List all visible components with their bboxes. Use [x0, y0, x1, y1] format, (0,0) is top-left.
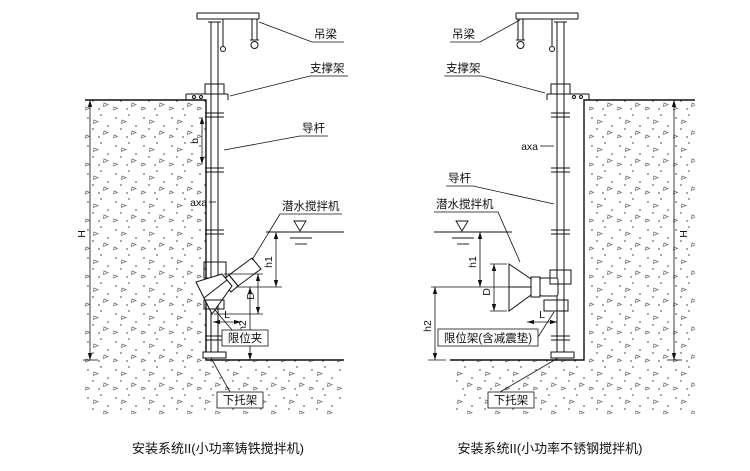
- guide-rod-right: [550, 21, 575, 359]
- left-diagram: H b axa h1 D h2 L 吊梁 支撑架 导杆 潜水搅拌机: [75, 12, 348, 456]
- mixer-left: [195, 257, 262, 315]
- water-level-left: [266, 220, 344, 245]
- dim-b-left: b: [189, 138, 201, 144]
- lifting-hook-left: [250, 41, 259, 49]
- part-labels-right: 吊梁 支撑架 导杆 潜水搅拌机 限位架(含减震垫): [434, 19, 559, 409]
- water-level-symbol-right: [455, 220, 469, 232]
- label-limit-frame-right: 限位架(含减震垫): [437, 311, 555, 347]
- limit-frame-label-right: 限位架(含减震垫): [444, 331, 532, 345]
- dimensions-right: [428, 99, 682, 361]
- mixer-propeller-left: [195, 273, 233, 315]
- mixer-motor-body-right: [539, 277, 559, 297]
- bottom-bracket-label-left: 下托架: [223, 393, 258, 407]
- dim-axa-left: axa: [190, 197, 207, 209]
- caption-right: 安装系统II(小功率不锈钢搅拌机): [458, 441, 643, 456]
- label-limit-clamp-left: 限位夹: [214, 309, 269, 347]
- label-bottom-bracket-right: 下托架: [487, 357, 559, 409]
- lifting-hook-right: [516, 41, 525, 49]
- support-frame-right: [546, 83, 590, 100]
- dim-h1-right: h1: [467, 256, 479, 268]
- bottom-bracket-label-right: 下托架: [494, 393, 529, 407]
- lifting-eye-left: [220, 46, 226, 52]
- dim-H-left: H: [76, 230, 88, 238]
- label-bottom-bracket-left: 下托架: [210, 357, 264, 409]
- dim-h2-left: h2: [237, 320, 249, 332]
- support-frame-label-left: 支撑架: [310, 61, 345, 75]
- rod-clamp-plates-right: [551, 112, 570, 341]
- label-guide-rod-left: 导杆: [223, 121, 328, 151]
- label-support-frame-left: 支撑架: [229, 61, 348, 97]
- concrete-section-left: [85, 99, 344, 414]
- rod-clamp-plates-left: [205, 112, 224, 341]
- limit-clamp-label-left: 限位夹: [228, 331, 263, 345]
- dim-axa-right: axa: [521, 141, 538, 153]
- limit-clamp-part-left: [203, 299, 225, 310]
- hanging-beam-left: [196, 12, 260, 52]
- mixer-right: [508, 263, 572, 312]
- caption-left: 安装系统II(小功率铸铁搅拌机): [132, 441, 304, 456]
- label-support-frame-right: 支撑架: [444, 61, 546, 94]
- hanging-beam-label-right: 吊梁: [452, 27, 475, 41]
- mixer-hub-right: [530, 276, 541, 298]
- dim-D-left: D: [245, 292, 257, 300]
- dim-h1-left: h1: [263, 256, 275, 268]
- guide-rod-label-right: 导杆: [448, 171, 471, 185]
- right-diagram: H axa h1 D h2 L 吊梁 支撑架 导杆 潜水搅拌机: [422, 12, 695, 456]
- guide-rod-label-left: 导杆: [302, 121, 325, 135]
- mixer-label-left: 潜水搅拌机: [282, 199, 340, 213]
- label-guide-rod-right: 导杆: [446, 171, 555, 205]
- dimensions-left: [83, 99, 282, 361]
- support-frame-left: [185, 83, 229, 100]
- mixer-label-right: 潜水搅拌机: [436, 197, 494, 211]
- lifting-eye-right: [549, 46, 555, 52]
- dim-L-right: L: [539, 309, 545, 321]
- support-frame-label-right: 支撑架: [446, 61, 481, 75]
- label-mixer-left: 潜水搅拌机: [251, 199, 342, 261]
- rod-base-plate-right: [550, 351, 575, 359]
- water-level-right: [434, 220, 512, 245]
- hanging-beam-right: [515, 12, 579, 52]
- hanging-beam-label-left: 吊梁: [314, 27, 337, 41]
- part-labels-left: 吊梁 支撑架 导杆 潜水搅拌机 限位夹: [210, 21, 348, 409]
- dimension-labels-left: H b axa h1 D h2 L: [75, 138, 276, 332]
- label-hanging-beam-left: 吊梁: [258, 21, 344, 43]
- label-mixer-right: 潜水搅拌机: [434, 197, 521, 263]
- concrete-section-right: [450, 99, 695, 414]
- rod-base-plate-left: [202, 351, 227, 359]
- limit-frame-part-right: [543, 299, 569, 312]
- water-level-symbol-left: [293, 220, 307, 232]
- dim-L-left: L: [224, 309, 230, 321]
- dim-H-right: H: [678, 230, 690, 238]
- mixer-guide-bracket-right: [549, 269, 572, 285]
- dim-h2-right: h2: [422, 320, 434, 332]
- dimension-labels-right: H axa h1 D h2 L: [422, 141, 692, 332]
- label-hanging-beam-right: 吊梁: [450, 19, 521, 43]
- dim-D-right: D: [481, 288, 493, 296]
